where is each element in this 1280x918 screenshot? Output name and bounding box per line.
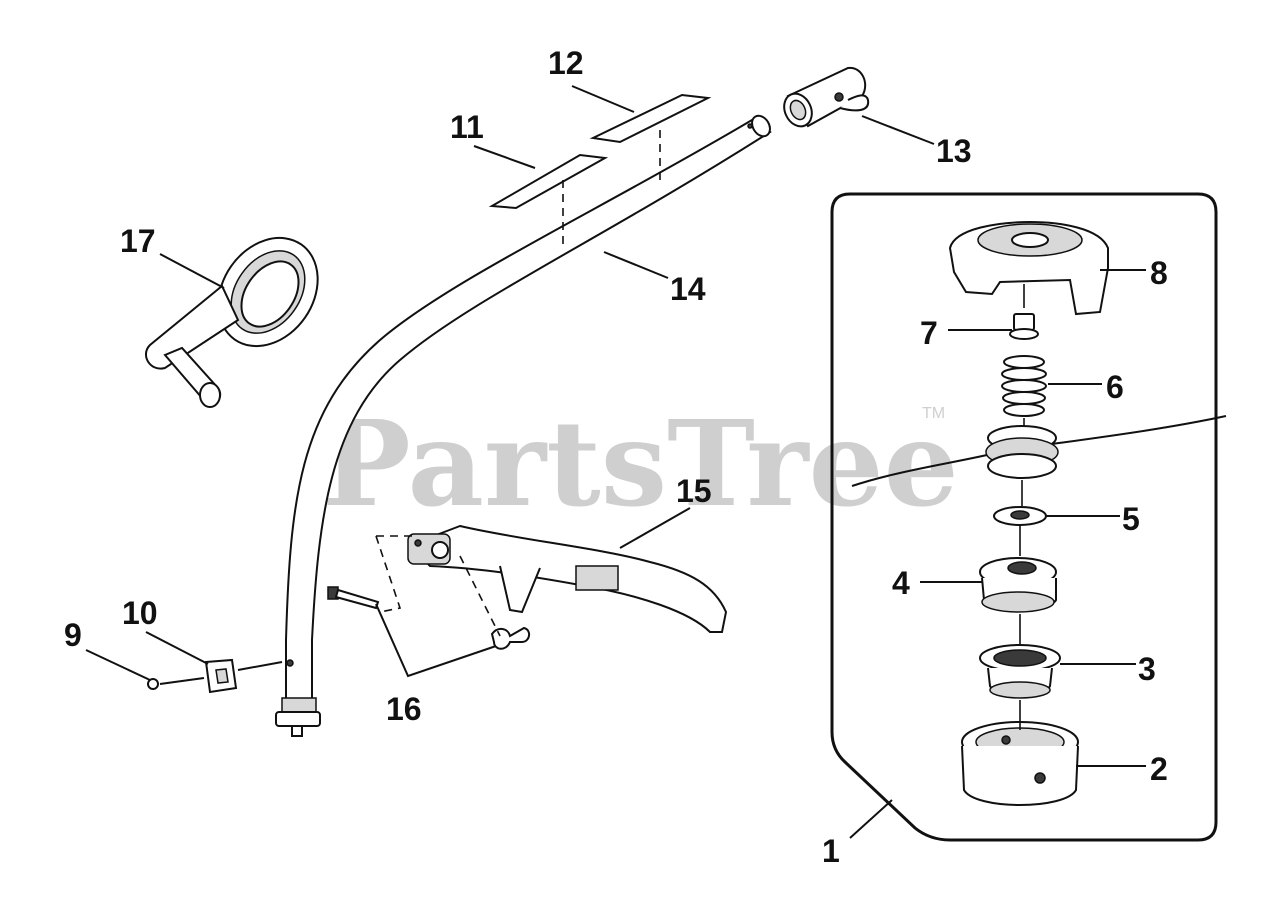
label-decal-part-11 xyxy=(488,153,609,210)
callout-8: 8 xyxy=(1150,255,1168,291)
spool-cover-part-8 xyxy=(948,220,1109,316)
callout-17: 17 xyxy=(120,223,156,259)
callout-16: 16 xyxy=(386,691,422,727)
callout-6: 6 xyxy=(1106,369,1124,405)
callout-15: 15 xyxy=(676,473,712,509)
callout-10: 10 xyxy=(122,595,158,631)
callout-1: 1 xyxy=(822,833,840,869)
bolt-part-16 xyxy=(327,586,380,610)
spring-part-6 xyxy=(1001,355,1047,417)
callout-7: 7 xyxy=(920,315,938,351)
watermark-brand: PartsTree xyxy=(322,394,959,533)
callout-13: 13 xyxy=(936,133,972,169)
front-handle-part-15 xyxy=(407,524,728,633)
line-spool xyxy=(851,415,1227,487)
connector-part-13 xyxy=(783,66,870,128)
bump-knob-part-3 xyxy=(979,644,1061,699)
callout-14: 14 xyxy=(670,271,706,307)
callout-9: 9 xyxy=(64,617,82,653)
spool-part-4 xyxy=(979,557,1057,613)
callout-2: 2 xyxy=(1150,751,1168,787)
housing-part-2 xyxy=(961,721,1079,806)
screw-part-9 xyxy=(147,678,159,690)
leader-lines xyxy=(85,85,1146,839)
nut-part-7 xyxy=(1009,313,1039,340)
label-decal-part-12 xyxy=(589,93,712,144)
watermark-trademark: TM xyxy=(922,405,945,422)
callout-4: 4 xyxy=(892,565,910,601)
washer-part-5 xyxy=(993,506,1047,526)
callout-5: 5 xyxy=(1122,501,1140,537)
callouts: 12 11 13 17 14 8 7 6 15 5 4 10 9 3 16 2 … xyxy=(64,45,1168,869)
callout-12: 12 xyxy=(548,45,584,81)
callout-11: 11 xyxy=(450,109,484,145)
watermark: PartsTree TM xyxy=(322,394,959,533)
wing-nut-part-16 xyxy=(490,626,530,650)
handle-clamp-part-17 xyxy=(145,236,319,408)
trimmer-head-assembly-box xyxy=(830,192,1218,842)
shaft-part-14[interactable] xyxy=(275,112,774,737)
clip-part-10 xyxy=(204,658,238,694)
callout-3: 3 xyxy=(1138,651,1156,687)
